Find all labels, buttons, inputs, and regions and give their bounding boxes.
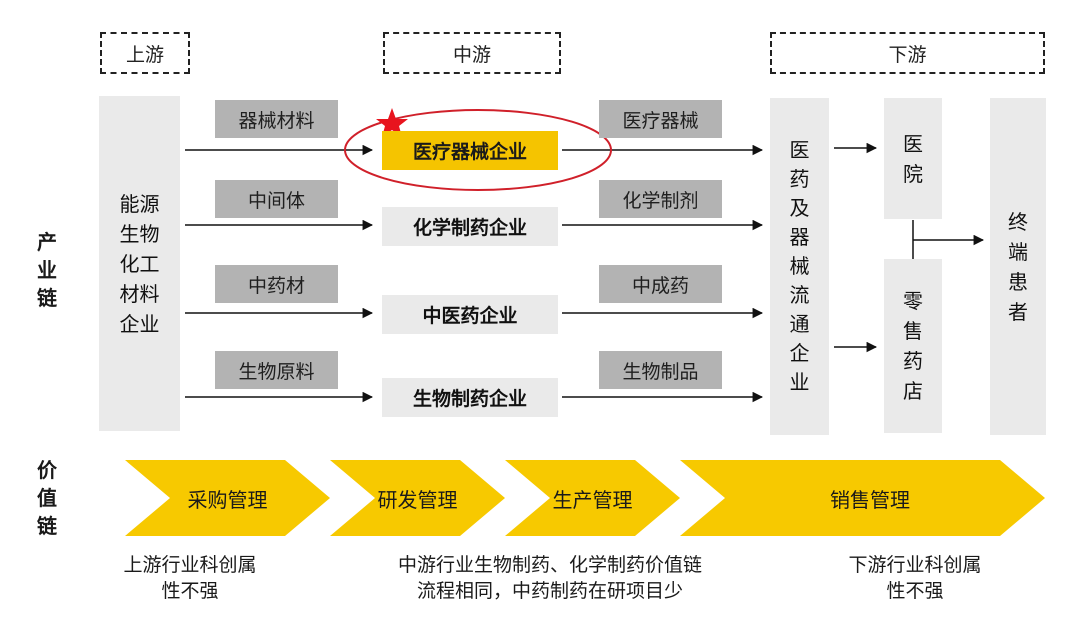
enterprise-medical-device: 医疗器械企业 xyxy=(382,131,558,170)
enterprise-tcm: 中医药企业 xyxy=(382,295,558,334)
value-chain-label: 价 值 链 xyxy=(37,458,57,538)
input-bio-raw-materials: 生物原料 xyxy=(215,351,338,389)
stage-upstream: 上游 xyxy=(100,32,190,74)
product-chinese-patent-medicine: 中成药 xyxy=(599,265,722,303)
value-chain-production-label: 生产管理 xyxy=(552,487,633,512)
retail-pharmacy-box: 零 售 药 店 xyxy=(884,259,942,433)
value-chain-sales-label: 销售管理 xyxy=(830,487,910,512)
product-chemical-preparations: 化学制剂 xyxy=(599,180,722,218)
chevron-rnd xyxy=(330,460,505,536)
value-chain-rnd-label: 研发管理 xyxy=(377,487,458,512)
stage-midstream: 中游 xyxy=(383,32,561,74)
input-tcm-herbs: 中药材 xyxy=(215,265,338,303)
highlight-ellipse xyxy=(344,109,612,191)
enterprise-bio-pharma: 生物制药企业 xyxy=(382,378,558,417)
enterprise-chemical-pharma: 化学制药企业 xyxy=(382,207,558,246)
chevron-production xyxy=(505,460,680,536)
chevron-sales xyxy=(680,460,1045,536)
input-intermediates: 中间体 xyxy=(215,180,338,218)
industry-chain-label: 产 业 链 xyxy=(37,230,57,310)
distribution-enterprise-box: 医 药 及 器 械 流 通 企 业 xyxy=(770,98,829,435)
upstream-energy-bio-chemical-box: 能源 生物 化工 材料 企业 xyxy=(99,96,180,431)
hospital-box: 医 院 xyxy=(884,98,942,219)
product-medical-devices: 医疗器械 xyxy=(599,100,722,138)
note-upstream: 上游行业科创属 性不强 xyxy=(123,554,257,602)
input-device-materials: 器械材料 xyxy=(215,100,338,138)
stage-downstream: 下游 xyxy=(770,32,1045,74)
product-biological-products: 生物制品 xyxy=(599,351,722,389)
note-midstream: 中游行业生物制药、化学制药价值链 流程相同，中药制药在研项目少 xyxy=(397,554,702,602)
end-patient-box: 终 端 患 者 xyxy=(990,98,1046,435)
star-icon xyxy=(376,108,408,137)
value-chain-purchase-label: 采购管理 xyxy=(187,487,268,512)
chevron-purchase xyxy=(125,460,330,536)
note-downstream: 下游行业科创属 性不强 xyxy=(848,554,982,602)
